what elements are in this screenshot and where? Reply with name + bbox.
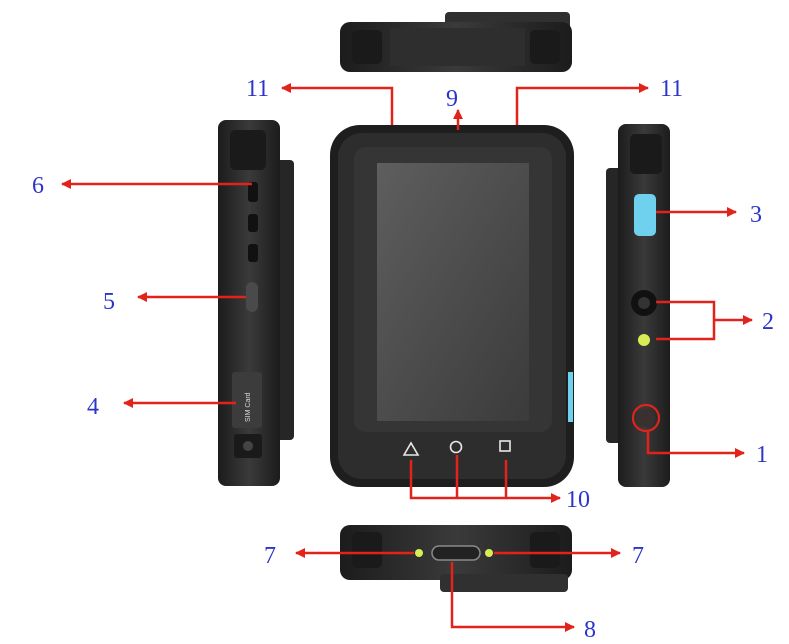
device-front-view <box>330 125 574 487</box>
flash-led <box>638 334 650 346</box>
device-top-view <box>340 12 572 72</box>
callout-11-left: 11 <box>246 76 269 102</box>
device-right-side-view <box>606 124 670 487</box>
side-key <box>246 282 258 312</box>
callout-3: 3 <box>750 202 762 228</box>
callout-9: 9 <box>446 86 458 112</box>
callout-2: 2 <box>762 309 774 335</box>
callout-8: 8 <box>584 617 596 643</box>
device-left-side-view: SIM Card <box>218 120 294 486</box>
callout-4: 4 <box>87 394 99 420</box>
speaker-hole <box>248 214 258 232</box>
callout-5: 5 <box>103 289 115 315</box>
usb-c-port <box>431 545 481 561</box>
callout-7-right: 7 <box>632 543 644 569</box>
pogo-pin-right <box>485 549 493 557</box>
ptt-button <box>634 194 656 236</box>
screen <box>377 163 529 421</box>
sos-button <box>637 409 655 427</box>
callout-6: 6 <box>32 173 44 199</box>
back-icon <box>402 441 420 456</box>
speaker-hole <box>248 244 258 262</box>
pogo-pin-left <box>415 549 423 557</box>
callout-10: 10 <box>566 487 590 513</box>
callout-arrows <box>61 83 753 632</box>
callout-1: 1 <box>756 442 768 468</box>
home-icon <box>449 440 463 454</box>
callout-11-right: 11 <box>660 76 683 102</box>
sim-card-label: SIM Card <box>245 392 252 422</box>
recents-icon <box>499 440 511 452</box>
callout-7-left: 7 <box>264 543 276 569</box>
speaker-hole <box>248 182 258 202</box>
device-bottom-view <box>340 525 572 592</box>
sim-card-slot <box>232 372 262 428</box>
